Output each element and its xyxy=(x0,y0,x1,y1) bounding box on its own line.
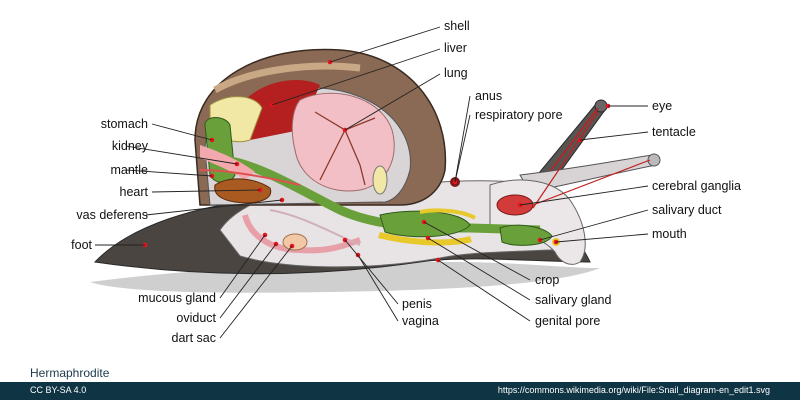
mantle-edge xyxy=(199,169,301,186)
lung xyxy=(291,92,395,192)
oviduct xyxy=(242,214,361,254)
label-stomach: stomach xyxy=(101,117,148,131)
salivary-gland-2 xyxy=(419,208,477,220)
foot-shadow xyxy=(90,262,600,293)
label-vas-deferens: vas deferens xyxy=(76,208,148,222)
salivary-gland xyxy=(378,232,472,246)
caption-bar: Hermaphrodite xyxy=(0,365,800,382)
label-mouth: mouth xyxy=(652,227,687,241)
label-genital-pore: genital pore xyxy=(535,314,600,328)
shell-band xyxy=(213,62,361,94)
label-oviduct: oviduct xyxy=(176,311,216,325)
heart xyxy=(214,178,272,204)
source-link[interactable]: https://commons.wikimedia.org/wiki/File:… xyxy=(497,385,770,395)
label-liver: liver xyxy=(444,41,467,55)
label-dart-sac: dart sac xyxy=(172,331,216,345)
vas-deferens-tube xyxy=(269,209,361,246)
label-salivary-gland: salivary gland xyxy=(535,293,611,307)
label-foot: foot xyxy=(71,238,92,252)
label-penis: penis xyxy=(402,297,432,311)
label-shell: shell xyxy=(444,19,470,33)
label-mantle: mantle xyxy=(110,163,148,177)
label-salivary-duct: salivary duct xyxy=(652,203,722,217)
cerebral-ganglia xyxy=(496,194,534,216)
leader-lines xyxy=(95,26,649,339)
nerve-lines xyxy=(532,111,651,209)
label-cerebral-ganglia: cerebral ganglia xyxy=(652,179,741,193)
caption-title: Hermaphrodite xyxy=(30,366,110,380)
label-tentacle: tentacle xyxy=(652,125,696,139)
lower-tentacle-tip xyxy=(647,153,661,167)
label-anus: anus xyxy=(475,89,502,103)
license-text: CC BY-SA 4.0 xyxy=(30,385,87,395)
rectum xyxy=(372,165,388,195)
label-eye: eye xyxy=(652,99,672,113)
label-vagina: vagina xyxy=(402,314,439,328)
snail-anatomy-diagram: shell liver lung anus respiratory pore e… xyxy=(71,19,741,345)
label-crop: crop xyxy=(535,273,559,287)
label-kidney: kidney xyxy=(112,139,149,153)
label-respiratory-pore: respiratory pore xyxy=(475,108,563,122)
label-lung: lung xyxy=(444,66,468,80)
label-heart: heart xyxy=(120,185,149,199)
label-mucous-gland: mucous gland xyxy=(138,291,216,305)
dart-sac xyxy=(282,233,308,251)
footer-bar: CC BY-SA 4.0 https://commons.wikimedia.o… xyxy=(0,382,800,400)
lung-vessels xyxy=(314,111,376,186)
